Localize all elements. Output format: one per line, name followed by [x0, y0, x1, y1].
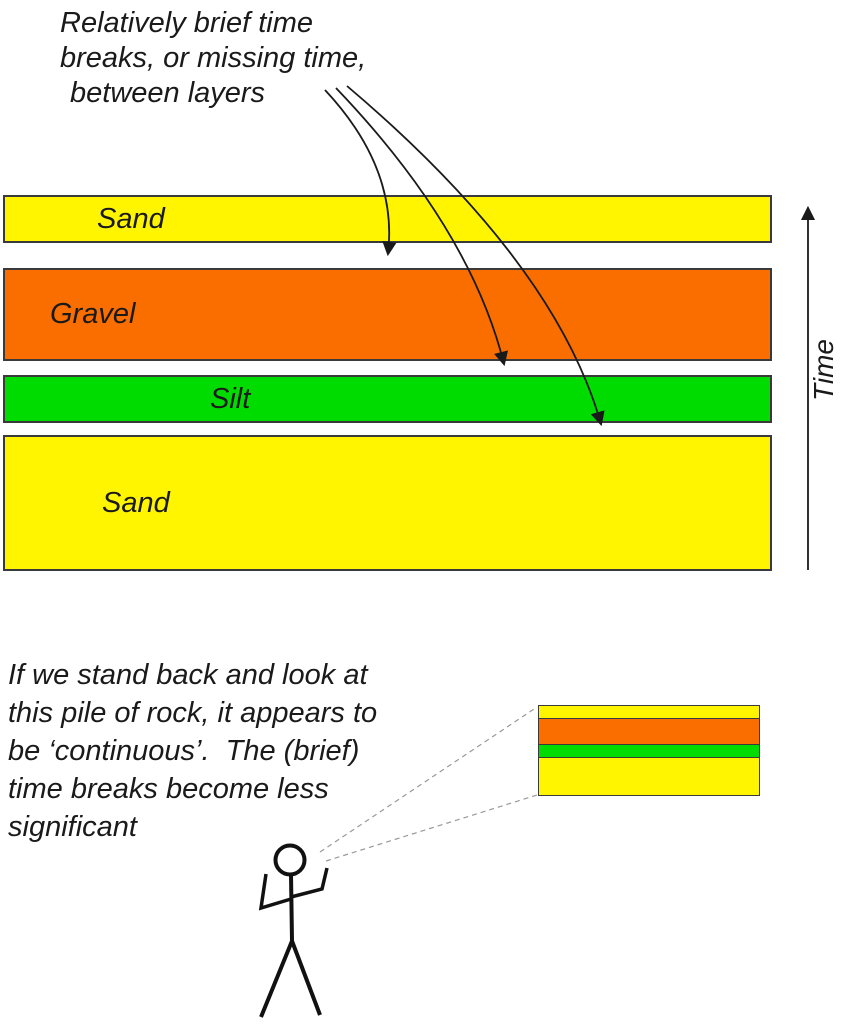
mini-stratum-gravel: [538, 717, 760, 746]
top-annotation-line: Relatively brief time: [60, 7, 314, 39]
bottom-annotation-line: If we stand back and look at: [8, 659, 368, 691]
stratum-gravel: Gravel: [3, 268, 772, 361]
stratum-label-silt: Silt: [210, 382, 251, 415]
stick-figure-right-arm: [290, 867, 329, 899]
stick-figure-body: [289, 874, 294, 942]
stratum-sand-top: Sand: [3, 195, 772, 243]
top-annotation-line: breaks, or missing time,: [60, 42, 367, 74]
stratum-sand-bottom: Sand: [3, 435, 772, 571]
stick-figure-head: [273, 843, 307, 877]
stick-figure-left-arm: [258, 873, 292, 911]
distant-rock-pile: [538, 705, 760, 796]
stick-figure-observer: [258, 843, 329, 1018]
bottom-annotation-line: be ‘continuous’. The (brief): [8, 735, 360, 767]
top-annotation: Relatively brief time breaks, or missing…: [60, 6, 366, 111]
stick-figure-left-leg: [259, 940, 294, 1018]
bottom-annotation: If we stand back and look at this pile o…: [8, 656, 377, 846]
mini-stratum-sand-bottom: [538, 756, 760, 796]
stratum-silt: Silt: [3, 375, 772, 423]
stratum-label-gravel: Gravel: [50, 298, 136, 330]
stratum-label-sand-bottom: Sand: [102, 486, 170, 519]
bottom-annotation-line: this pile of rock, it appears to: [8, 697, 378, 729]
bottom-annotation-line: significant: [8, 811, 137, 843]
time-break-arrow-3: [346, 85, 605, 427]
top-annotation-line: between layers: [70, 77, 266, 109]
stratum-label-sand-top: Sand: [97, 202, 165, 235]
time-axis-label: Time: [808, 339, 839, 401]
stick-figure-right-leg: [290, 940, 322, 1016]
bottom-annotation-line: time breaks become less: [8, 773, 329, 805]
